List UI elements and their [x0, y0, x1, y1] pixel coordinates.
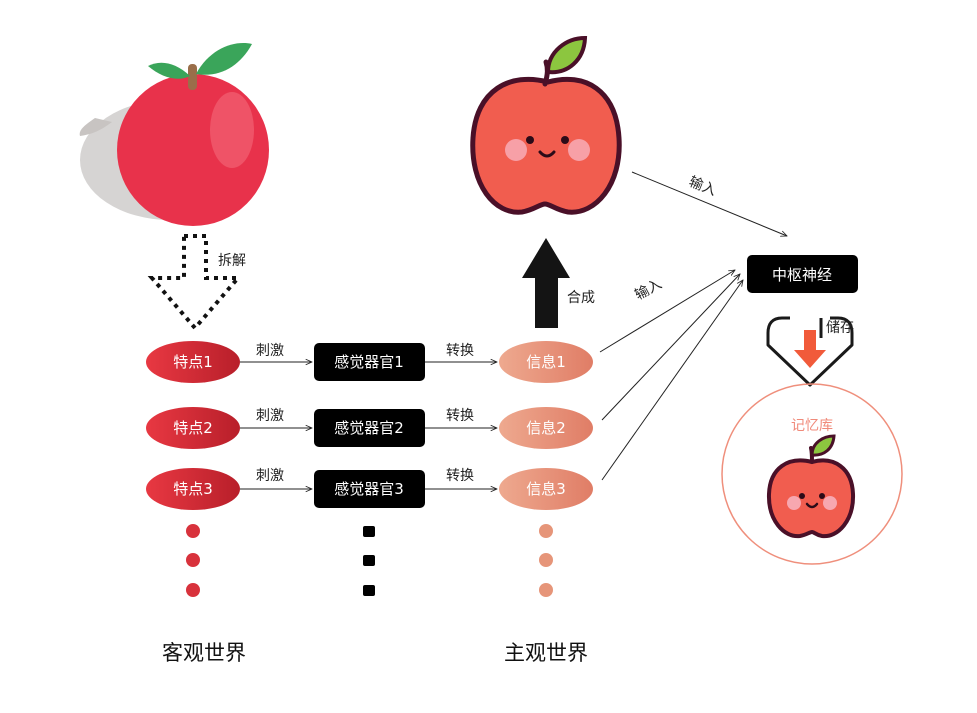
input-label-top: 输入	[687, 174, 719, 199]
sense-organ-label-2: 感觉器官2	[334, 419, 404, 437]
info-label-1: 信息1	[526, 353, 566, 371]
sense-organ-node-2: 感觉器官2	[314, 409, 425, 447]
info-node-3: 信息3	[499, 468, 593, 510]
synthesize-arrow	[522, 238, 570, 328]
info-label-2: 信息2	[526, 419, 566, 437]
info-ellipsis-dots	[539, 524, 553, 597]
memory-label: 记忆库	[791, 418, 833, 434]
synthesize-label: 合成	[567, 290, 595, 306]
download-store-icon	[766, 316, 854, 387]
feature-node-1: 特点1	[146, 341, 240, 383]
info-node-2: 信息2	[499, 407, 593, 449]
sense-organ-label-1: 感觉器官1	[334, 353, 404, 371]
sense-organ-ellipsis-dots	[363, 526, 375, 596]
central-nerve-node: 中枢神经	[747, 255, 858, 293]
subjective-world-label: 主观世界	[504, 641, 588, 665]
store-label: 储存	[826, 320, 854, 336]
sense-organ-label-3: 感觉器官3	[334, 480, 404, 498]
convert-label-2: 转换	[446, 407, 474, 424]
convert-label-3: 转换	[446, 467, 474, 484]
stimulus-label-3: 刺激	[256, 467, 284, 484]
cartoon-apple-image	[470, 35, 622, 215]
real-apple-image	[79, 43, 269, 226]
feature-node-3: 特点3	[146, 468, 240, 510]
sense-organ-node-3: 感觉器官3	[314, 470, 425, 508]
sense-organ-node-1: 感觉器官1	[314, 343, 425, 381]
input-arrows	[599, 171, 787, 481]
feature-ellipsis-dots	[186, 524, 200, 597]
stimulus-arrows	[240, 362, 312, 489]
memory-bank: 记忆库	[721, 383, 903, 565]
stimulus-label-1: 刺激	[256, 342, 284, 359]
info-node-1: 信息1	[499, 341, 593, 383]
info-label-3: 信息3	[526, 480, 566, 498]
input-label-bottom: 输入	[632, 276, 664, 303]
feature-label-2: 特点2	[173, 419, 213, 437]
memory-apple-image	[766, 434, 856, 539]
central-nerve-label: 中枢神经	[772, 266, 832, 284]
convert-arrows	[425, 362, 497, 489]
decompose-label: 拆解	[218, 253, 246, 269]
decompose-arrow	[147, 234, 243, 332]
objective-world-label: 客观世界	[162, 641, 246, 665]
feature-label-1: 特点1	[173, 353, 213, 371]
convert-label-1: 转换	[446, 342, 474, 359]
feature-label-3: 特点3	[173, 480, 213, 498]
stimulus-label-2: 刺激	[256, 407, 284, 424]
feature-node-2: 特点2	[146, 407, 240, 449]
